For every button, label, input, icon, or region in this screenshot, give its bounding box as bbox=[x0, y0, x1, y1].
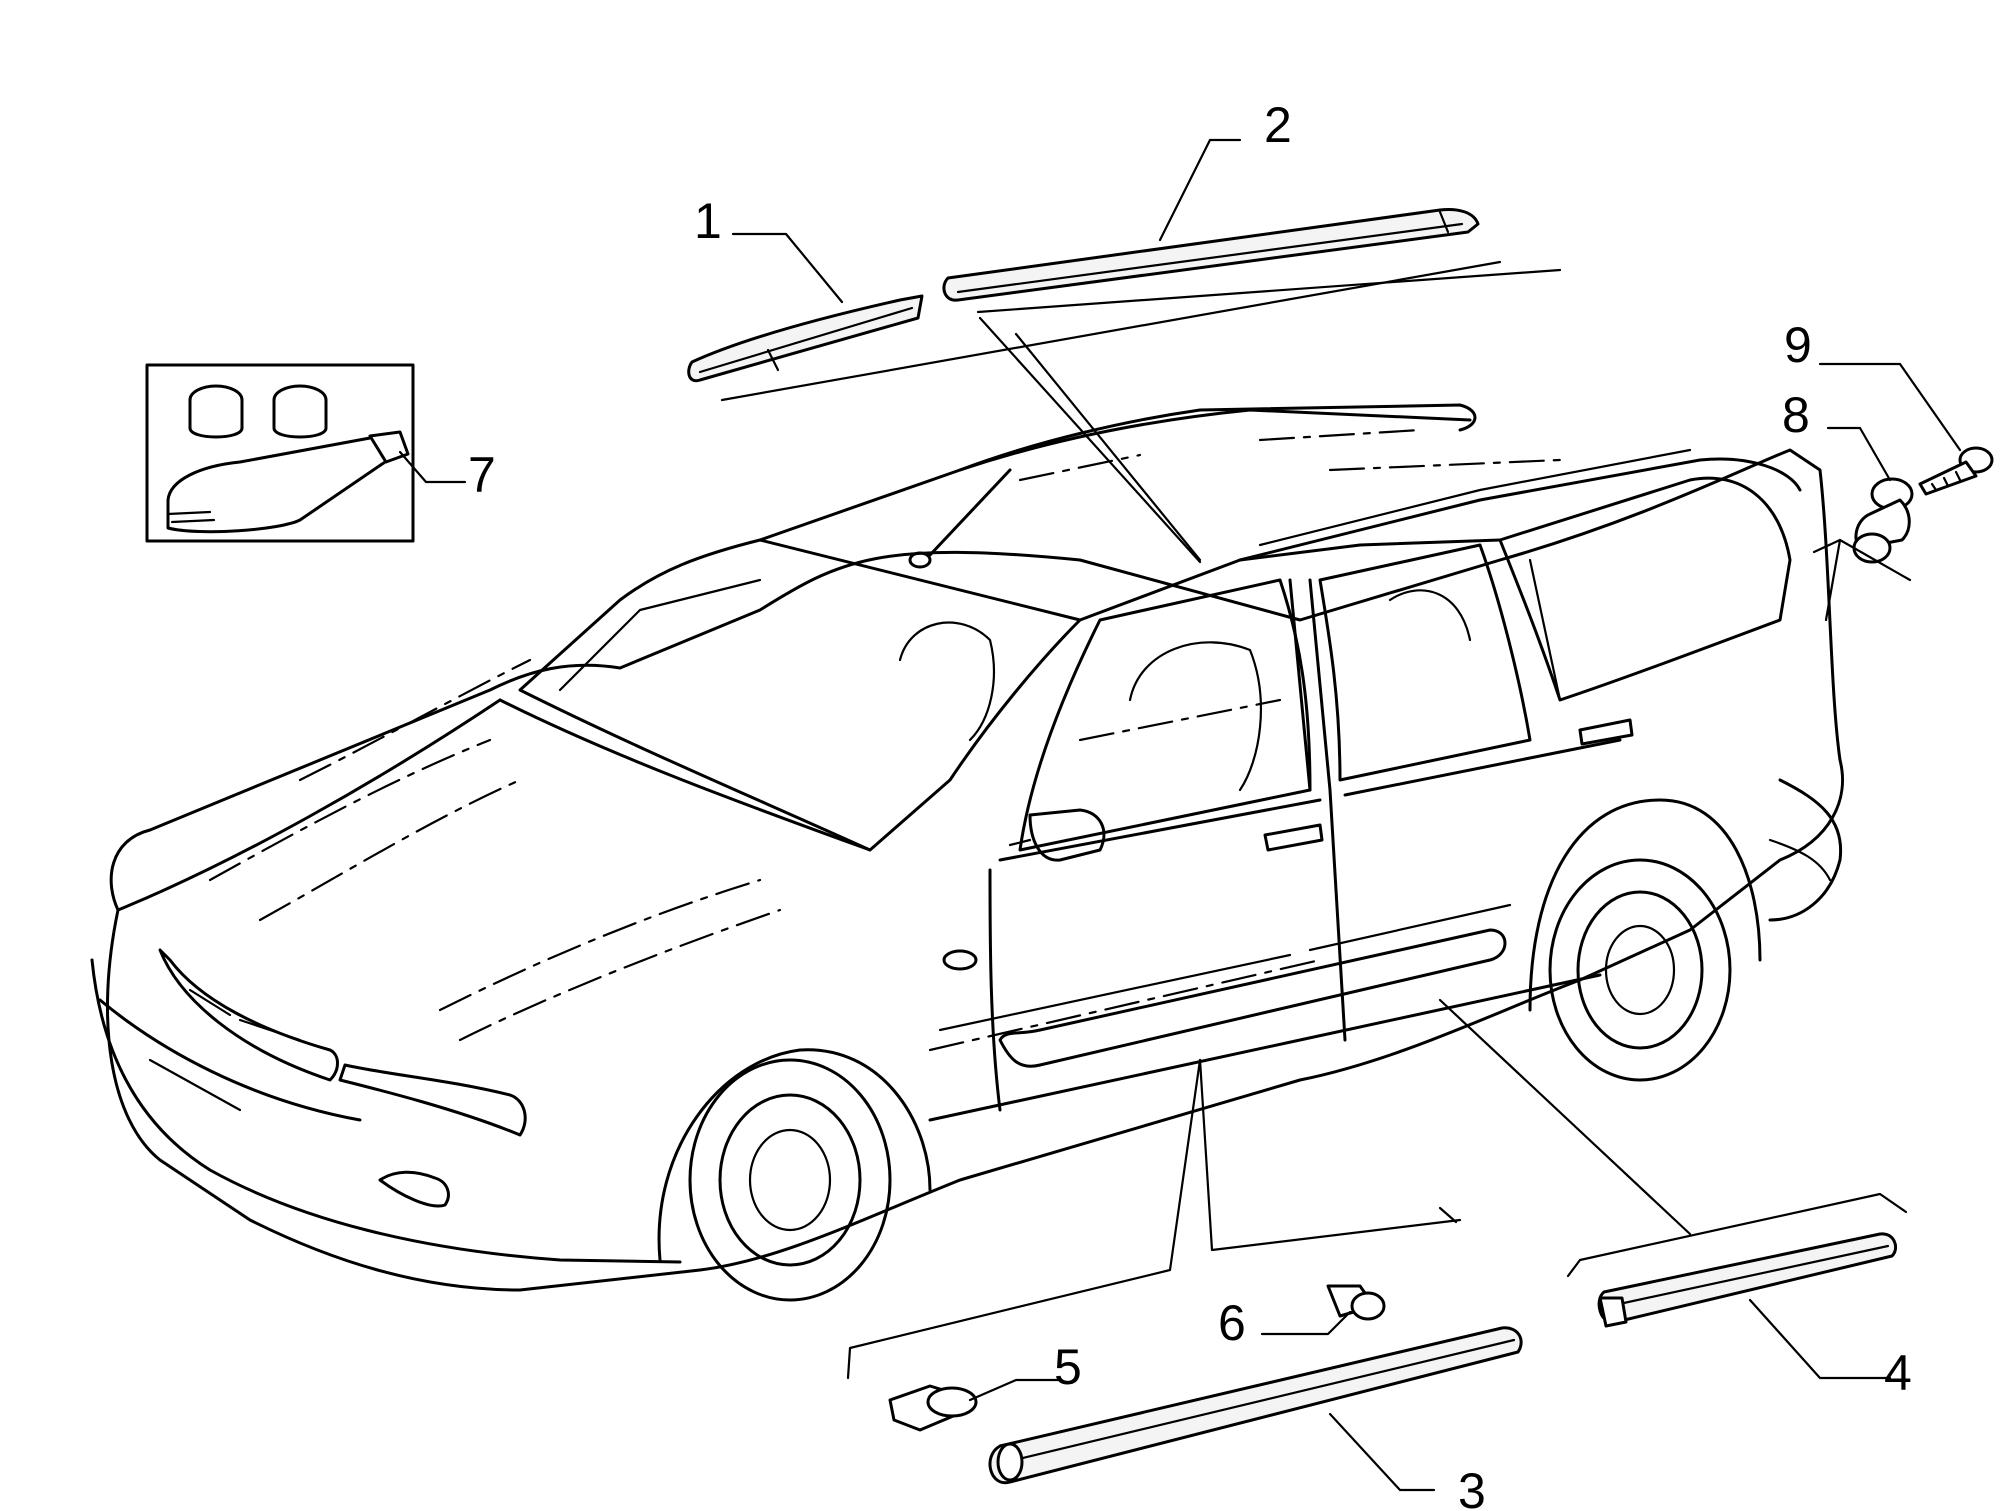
part-1-front-roof-trim bbox=[687, 294, 924, 383]
callout-9: 9 bbox=[1784, 317, 1812, 373]
leader-lines bbox=[398, 138, 1962, 1492]
callout-1: 1 bbox=[694, 193, 722, 249]
part-9-screw bbox=[1918, 446, 1994, 496]
part-6-clip bbox=[1326, 1284, 1386, 1321]
callout-6: 6 bbox=[1218, 1295, 1246, 1351]
part-3-front-side-moulding bbox=[988, 1326, 1523, 1485]
callout-5: 5 bbox=[1054, 1339, 1082, 1395]
part-4-rear-side-moulding bbox=[1597, 1232, 1897, 1328]
part-8-grommet bbox=[1852, 477, 1914, 564]
callout-2: 2 bbox=[1264, 97, 1292, 153]
car-illustration bbox=[90, 403, 1844, 1302]
callout-4: 4 bbox=[1884, 1345, 1912, 1401]
callout-3: 3 bbox=[1458, 1463, 1486, 1511]
callout-7: 7 bbox=[468, 447, 496, 503]
part-5-clip bbox=[888, 1384, 978, 1432]
part-2-rear-roof-trim bbox=[942, 208, 1480, 302]
part-7-repair-kit bbox=[145, 363, 415, 543]
callout-8: 8 bbox=[1782, 387, 1810, 443]
